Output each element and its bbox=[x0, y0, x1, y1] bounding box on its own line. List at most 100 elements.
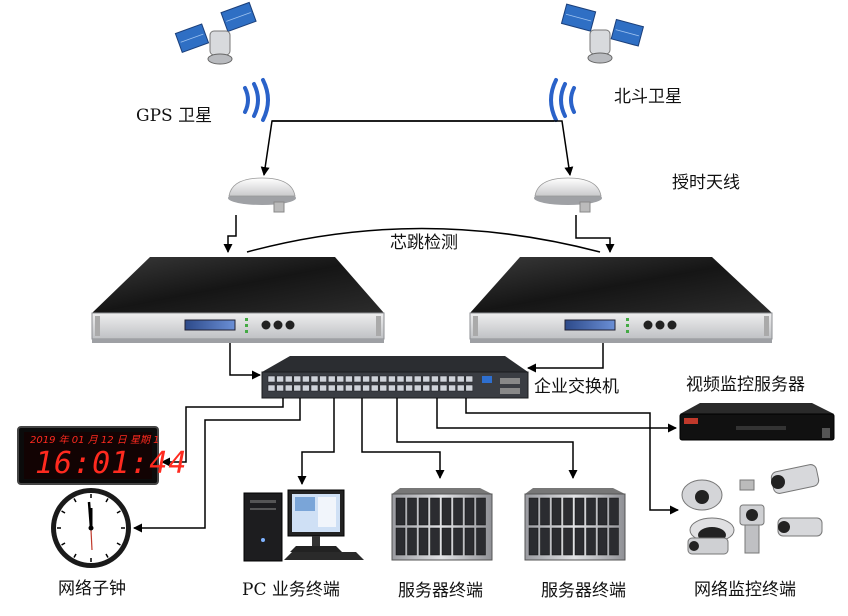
switch-port bbox=[267, 375, 276, 383]
switch-port bbox=[413, 384, 422, 392]
timing-antenna-label: 授时天线 bbox=[672, 173, 740, 193]
switch-port bbox=[267, 384, 276, 392]
server-bay bbox=[586, 497, 596, 526]
switch-port bbox=[302, 375, 310, 383]
server-bay bbox=[609, 527, 619, 556]
server-bay bbox=[407, 497, 417, 526]
switch-port bbox=[439, 375, 448, 383]
digital-clock-date: 2019 年 01 月 12 日 星期 1 bbox=[30, 435, 160, 446]
server-rack-icon bbox=[524, 488, 626, 561]
switch-port bbox=[396, 384, 405, 392]
switch-port bbox=[396, 375, 405, 383]
switch-port bbox=[379, 384, 388, 392]
switch-port bbox=[388, 384, 396, 392]
signal-wave-icon bbox=[243, 78, 270, 122]
server-bay bbox=[395, 497, 406, 526]
switch-port bbox=[276, 375, 284, 383]
server-bay bbox=[574, 527, 585, 556]
switch-port bbox=[456, 375, 465, 383]
time-server-icon bbox=[469, 257, 773, 343]
server-terminal-label-2: 服务器终端 bbox=[541, 581, 626, 601]
switch-port bbox=[319, 384, 327, 392]
switch-port bbox=[448, 375, 456, 383]
network-switch-icon bbox=[261, 356, 529, 399]
server-rack-icon bbox=[391, 488, 493, 561]
switch-port bbox=[431, 375, 439, 383]
camera-group-icon bbox=[681, 464, 823, 555]
video-server-label: 视频监控服务器 bbox=[686, 375, 805, 395]
server-bay bbox=[430, 497, 440, 526]
clock-tick bbox=[61, 542, 66, 546]
server-bay bbox=[464, 497, 475, 526]
switch-port bbox=[448, 384, 456, 392]
clock-tick bbox=[105, 553, 109, 558]
switch-port bbox=[362, 375, 370, 383]
digital-clock-icon bbox=[17, 426, 159, 485]
server-bay bbox=[430, 527, 440, 556]
clock-tick bbox=[116, 510, 121, 514]
server-bay bbox=[441, 527, 452, 556]
switch-port bbox=[310, 375, 319, 383]
switch-port bbox=[362, 384, 370, 392]
digital-clock-time: 16:01:44 bbox=[35, 446, 188, 481]
switch-port bbox=[413, 375, 422, 383]
switch-port bbox=[431, 384, 439, 392]
server-bay bbox=[597, 527, 608, 556]
switch-port bbox=[284, 384, 293, 392]
switch-port bbox=[422, 375, 431, 383]
server-bay bbox=[464, 527, 475, 556]
gps-satellite-icon bbox=[174, 1, 257, 65]
beidou-satellite-label: 北斗卫星 bbox=[614, 87, 682, 107]
switch-port bbox=[370, 375, 379, 383]
server-bay bbox=[586, 527, 596, 556]
switch-port bbox=[327, 384, 336, 392]
camera-terminal-label: 网络监控终端 bbox=[694, 580, 796, 600]
heartbeat-label: 芯跳检测 bbox=[390, 233, 458, 253]
server-bay bbox=[441, 497, 452, 526]
gps-satellite-label: GPS 卫星 bbox=[136, 106, 213, 126]
clock-tick bbox=[73, 498, 77, 503]
beidou-satellite-icon bbox=[560, 3, 645, 64]
analog-clock-icon bbox=[51, 488, 131, 568]
server-bay bbox=[597, 497, 608, 526]
switch-port bbox=[345, 384, 353, 392]
server-bay bbox=[609, 497, 619, 526]
switch-port bbox=[353, 384, 362, 392]
switch-port bbox=[336, 375, 345, 383]
antenna-icon bbox=[534, 177, 602, 213]
switch-port bbox=[276, 384, 284, 392]
clock-tick bbox=[105, 498, 109, 503]
server-terminal-label-1: 服务器终端 bbox=[398, 581, 483, 601]
switch-port bbox=[345, 375, 353, 383]
switch-port bbox=[405, 375, 413, 383]
server-bay bbox=[551, 497, 562, 526]
server-bay bbox=[476, 527, 486, 556]
switch-port bbox=[405, 384, 413, 392]
signal-wave-icon bbox=[549, 78, 576, 122]
switch-port bbox=[379, 375, 388, 383]
switch-port bbox=[370, 384, 379, 392]
time-server-icon bbox=[91, 257, 385, 343]
server-bay bbox=[540, 527, 550, 556]
switch-port bbox=[293, 375, 302, 383]
pc-terminal-label: PC 业务终端 bbox=[242, 580, 340, 600]
switch-port bbox=[456, 384, 465, 392]
server-bay bbox=[418, 497, 429, 526]
switch-port bbox=[284, 375, 293, 383]
server-bay bbox=[551, 527, 562, 556]
switch-port bbox=[388, 375, 396, 383]
connection-lines bbox=[133, 120, 679, 533]
clock-tick bbox=[61, 510, 66, 514]
clock-tick bbox=[116, 542, 121, 546]
server-bay bbox=[418, 527, 429, 556]
server-bay bbox=[574, 497, 585, 526]
switch-port bbox=[293, 384, 302, 392]
switch-port bbox=[422, 384, 431, 392]
switch-label: 企业交换机 bbox=[534, 377, 619, 397]
clock-tick bbox=[73, 553, 77, 558]
server-bay bbox=[453, 527, 463, 556]
switch-port bbox=[336, 384, 345, 392]
server-bay bbox=[476, 497, 486, 526]
server-bay bbox=[540, 497, 550, 526]
